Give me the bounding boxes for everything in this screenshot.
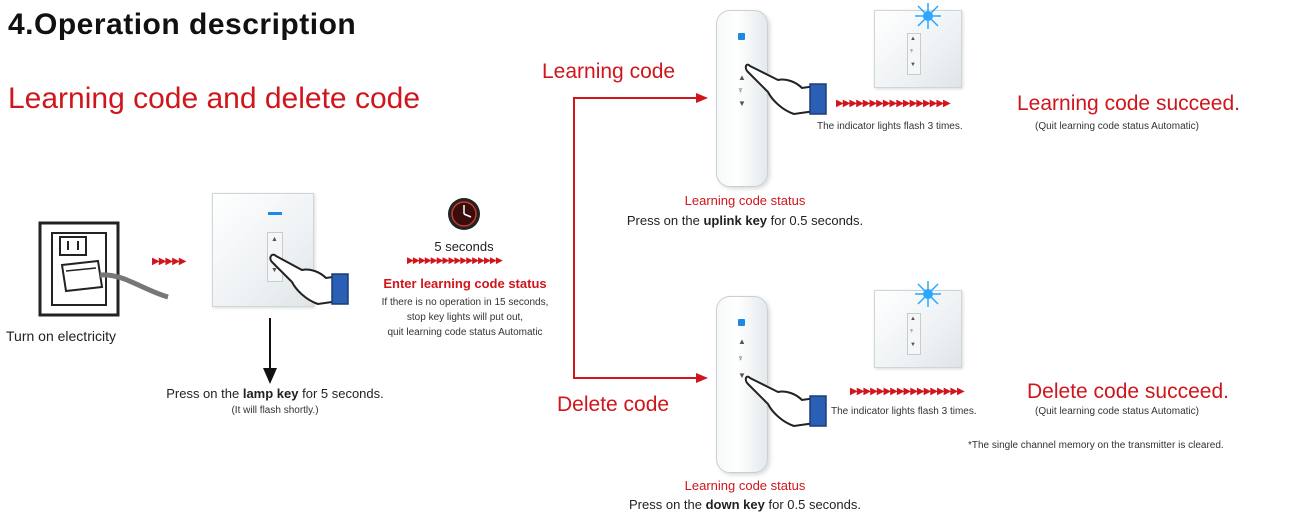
- delete-status-title: Learning code status: [684, 478, 806, 493]
- up-arrow-icon: ▲: [738, 337, 746, 346]
- flash-burst-icon: [915, 281, 941, 307]
- result-panel-delete: ▲ ♆ ▼: [874, 290, 962, 368]
- chevron-arrows-3: ▶▶▶▶▶▶▶▶▶▶▶▶▶▶▶▶▶: [836, 98, 951, 109]
- learning-code-label: Learning code: [542, 60, 676, 83]
- up-arrow-icon: ▲: [738, 73, 746, 82]
- chevron-arrows-2: ▶▶▶▶▶▶▶▶▶▶▶▶▶▶▶▶: [407, 255, 503, 265]
- up-arrow-icon: ▲: [910, 36, 916, 42]
- learning-succeed-text: Learning code succeed.: [1017, 92, 1240, 115]
- up-arrow-icon: ▲: [271, 236, 278, 243]
- pointing-hand-icon: [744, 63, 827, 116]
- uplink-key-instruction: Press on the uplink key for 0.5 seconds.: [626, 213, 864, 228]
- page-title: 4.Operation description: [8, 8, 357, 41]
- remote-delete: ▲ ♆ ▼: [716, 296, 768, 473]
- delete-indicator-note: The indicator lights flash 3 times.: [831, 406, 977, 417]
- memory-cleared-footnote: *The single channel memory on the transm…: [968, 440, 1224, 451]
- branch-connector: [573, 93, 708, 383]
- timeout-note-line: stop key lights will put out,: [406, 312, 524, 323]
- down-arrow-icon: ▼: [910, 342, 916, 348]
- indicator-light: [268, 212, 282, 215]
- learning-status-title: Learning code status: [684, 193, 806, 208]
- wall-outlet-icon: [38, 221, 169, 317]
- down-arrow-icon: ▼: [738, 99, 746, 108]
- chevron-arrows-4: ▶▶▶▶▶▶▶▶▶▶▶▶▶▶▶▶▶: [850, 386, 965, 397]
- lamp-icon: ♆: [909, 328, 915, 335]
- timeout-note-line: quit learning code status Automatic: [387, 327, 543, 338]
- indicator-light: [738, 33, 745, 40]
- lamp-icon: ♆: [737, 85, 744, 95]
- delete-quit-note: (Quit learning code status Automatic): [1035, 406, 1199, 417]
- lamp-icon: ♆: [909, 48, 915, 55]
- down-arrow-icon: ▼: [910, 62, 916, 68]
- turn-on-electricity-caption: Turn on electricity: [6, 328, 116, 344]
- pointing-hand-icon: [744, 375, 827, 428]
- lamp-key-instruction: Press on the lamp key for 5 seconds.: [166, 386, 384, 401]
- pointing-hand-icon: [269, 253, 349, 306]
- enter-learning-status: Enter learning code status: [383, 276, 547, 291]
- remote-learning: ▲ ♆ ▼: [716, 10, 768, 187]
- up-arrow-icon: ▲: [910, 316, 916, 322]
- down-arrow-line: [263, 318, 277, 384]
- chevron-arrows-1: ▶▶▶▶▶: [152, 256, 186, 267]
- lamp-icon: ♆: [737, 353, 744, 363]
- timeout-note-line: If there is no operation in 15 seconds,: [381, 297, 549, 308]
- timeout-note: If there is no operation in 15 seconds, …: [355, 295, 575, 340]
- learning-indicator-note: The indicator lights flash 3 times.: [817, 121, 963, 132]
- learning-quit-note: (Quit learning code status Automatic): [1035, 121, 1199, 132]
- timer-duration: 5 seconds: [434, 239, 494, 254]
- delete-code-label: Delete code: [557, 393, 670, 416]
- section-subtitle: Learning code and delete code: [8, 82, 421, 115]
- down-key-instruction: Press on the down key for 0.5 seconds.: [629, 497, 861, 512]
- down-arrow-icon: ▼: [738, 371, 746, 380]
- clock-icon: [448, 198, 480, 230]
- key-strip: ▲ ♆ ▼: [907, 313, 921, 355]
- lamp-key-note: (It will flash shortly.): [231, 405, 319, 416]
- flash-burst-icon: [915, 3, 941, 29]
- result-panel-learning: ▲ ♆ ▼: [874, 10, 962, 88]
- key-strip: ▲ ♆ ▼: [907, 33, 921, 75]
- indicator-light: [738, 319, 745, 326]
- down-arrow-icon: ▼: [271, 267, 278, 274]
- delete-succeed-text: Delete code succeed.: [1027, 380, 1229, 403]
